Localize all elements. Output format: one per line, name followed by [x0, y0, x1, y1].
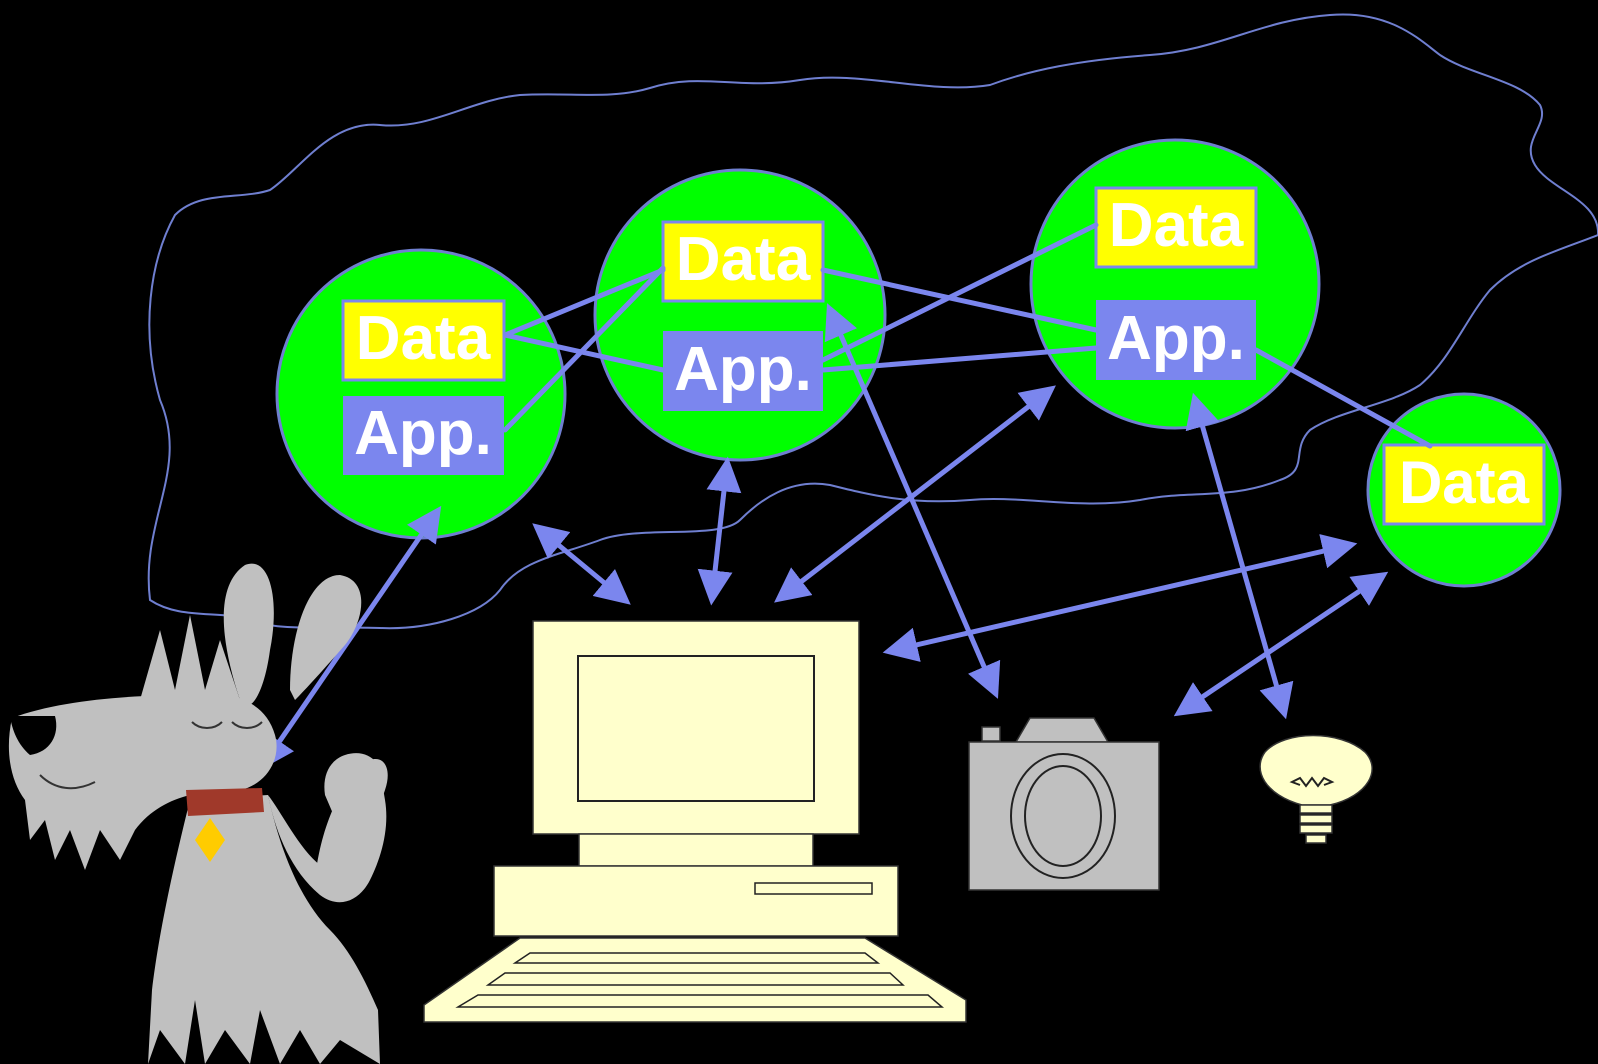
data-box — [1094, 186, 1258, 269]
app-box — [1096, 300, 1256, 380]
bulb-glass — [1259, 734, 1373, 806]
link — [1253, 347, 1433, 449]
node-circle-3 — [1029, 138, 1321, 430]
arrow — [882, 534, 1358, 662]
node-3: Data App. — [1094, 186, 1258, 380]
dog-eye — [231, 721, 263, 729]
device-arrows — [259, 303, 1389, 771]
bulb-base — [1299, 804, 1333, 814]
link — [820, 267, 1099, 333]
data-label: Data — [1399, 449, 1530, 516]
arrow — [259, 505, 442, 771]
data-label: Data — [676, 225, 811, 294]
keyboard — [423, 937, 967, 1023]
app-label: App. — [1107, 304, 1245, 373]
dog-torso — [148, 795, 380, 1064]
camera-button — [981, 726, 1001, 742]
camera-lens-inner — [1024, 765, 1102, 867]
arrow — [697, 456, 742, 606]
arrow — [532, 523, 631, 605]
dog-tag — [195, 818, 225, 862]
keyboard-row — [512, 952, 881, 964]
node-4: Data — [1382, 443, 1546, 526]
dog-mouth — [39, 774, 96, 790]
app-label: App. — [354, 399, 492, 468]
data-label: Data — [1109, 191, 1244, 260]
monitor-screen — [577, 655, 815, 802]
dog-collar — [186, 788, 264, 816]
dog-tuft — [140, 615, 240, 700]
bulb-tip — [1305, 834, 1327, 844]
data-box — [341, 299, 506, 382]
light-bulb-icon — [1259, 734, 1373, 844]
node-circle-1 — [275, 248, 567, 540]
link — [502, 265, 666, 433]
keyboard-row — [485, 972, 905, 986]
app-label: App. — [674, 335, 812, 404]
data-box — [1382, 443, 1546, 526]
data-box — [661, 220, 825, 303]
dog-eye — [191, 721, 223, 729]
system-unit — [493, 865, 899, 937]
arrow — [1173, 571, 1389, 717]
camera-viewfinder — [1014, 717, 1110, 743]
computer-icon — [423, 620, 967, 1023]
monitor-stand — [578, 833, 814, 867]
data-label: Data — [356, 304, 491, 373]
camera-icon — [968, 717, 1160, 891]
bulb-filament — [1289, 776, 1335, 788]
node-1: Data App. — [341, 299, 506, 475]
dog-nose — [10, 716, 57, 755]
dog-ear — [223, 563, 274, 705]
dog-tail — [315, 759, 388, 890]
dog-ear — [290, 575, 362, 700]
app-box — [343, 396, 504, 475]
node-circle-2 — [593, 168, 887, 462]
link — [502, 267, 666, 338]
dog-icon — [8, 563, 388, 1064]
bulb-base — [1299, 814, 1333, 824]
bulb-base — [1299, 824, 1333, 834]
arrow — [1185, 392, 1294, 720]
drive-slot — [754, 882, 873, 895]
dog-head — [8, 693, 277, 870]
keyboard-row — [455, 994, 945, 1008]
